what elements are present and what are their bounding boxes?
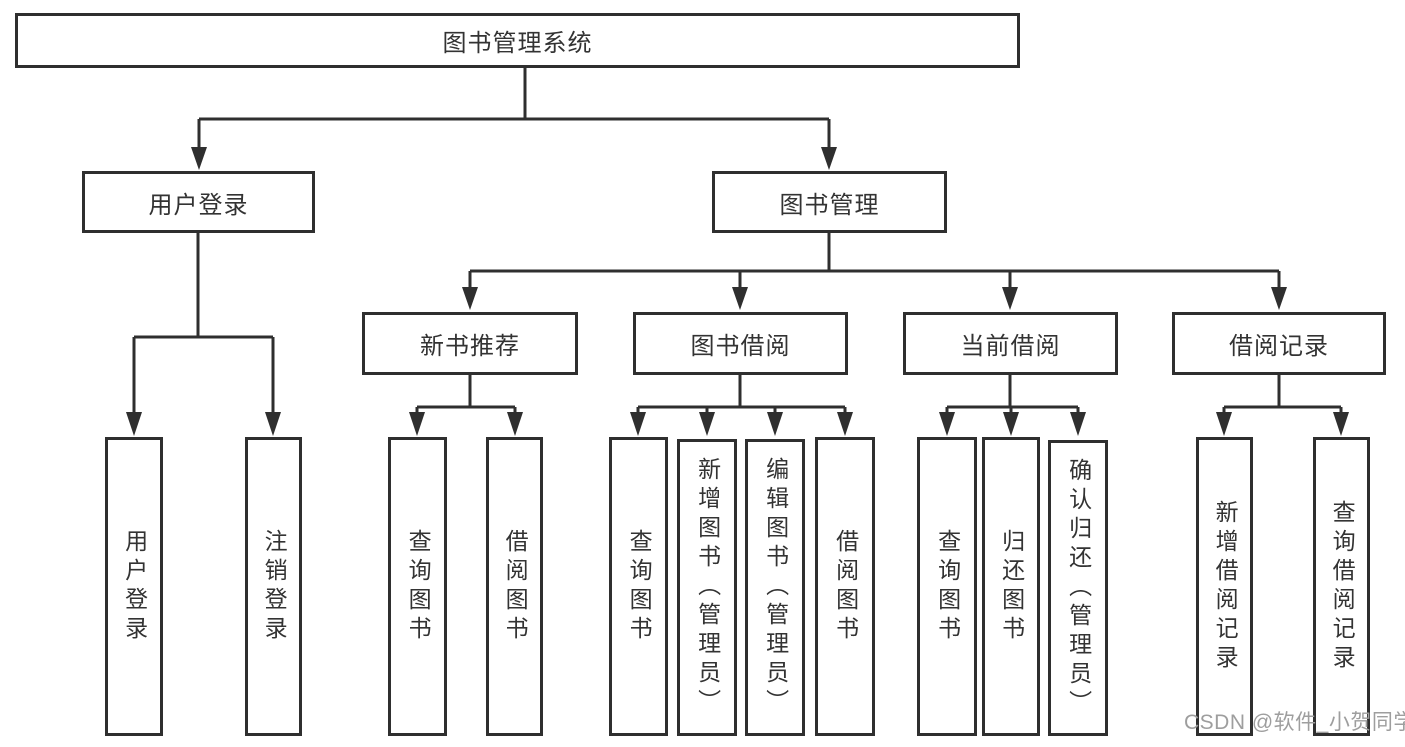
- node-new-book-rec: 新书推荐: [362, 312, 578, 375]
- arrowheads-current-borrow: [939, 412, 1086, 436]
- leaf-query-book-2: 查询图书: [609, 437, 668, 736]
- leaf-query-book-3-label: 查询图书: [934, 528, 961, 645]
- leaf-logout: 注销登录: [245, 437, 302, 736]
- leaf-add-book-label: 新增图书（管理员）: [694, 457, 721, 718]
- node-borrow-record: 借阅记录: [1172, 312, 1386, 375]
- node-user-login-label: 用户登录: [148, 191, 249, 219]
- leaf-query-borrow-record-label: 查询借阅记录: [1329, 499, 1356, 674]
- node-root-label: 图书管理系统: [442, 30, 593, 57]
- leaf-confirm-return: 确认归还（管理员）: [1048, 440, 1108, 736]
- leaf-confirm-return-label: 确认归还（管理员）: [1065, 457, 1092, 719]
- leaf-query-book-1: 查询图书: [388, 437, 447, 736]
- arrowheads-user-login: [126, 412, 281, 436]
- leaf-query-book-3: 查询图书: [917, 437, 977, 736]
- node-current-borrow-label: 当前借阅: [960, 333, 1061, 360]
- connector-book-borrow-children: [636, 375, 847, 414]
- node-book-mgmt: 图书管理: [712, 171, 947, 233]
- leaf-query-book-1-label: 查询图书: [405, 528, 432, 645]
- leaf-return-book-label: 归还图书: [998, 528, 1025, 645]
- arrowheads-level2: [191, 147, 837, 170]
- connector-user-login-children: [132, 233, 275, 415]
- node-book-borrow-label: 图书借阅: [690, 333, 791, 360]
- arrowheads-new-book-rec: [409, 412, 523, 436]
- arrowheads-book-mgmt: [462, 287, 1287, 310]
- csdn-watermark: CSDN @软件_小贺同学: [1184, 711, 1405, 734]
- node-user-login: 用户登录: [82, 171, 315, 233]
- connector-book-mgmt-children: [468, 233, 1281, 290]
- leaf-query-borrow-record: 查询借阅记录: [1313, 437, 1370, 736]
- leaf-return-book: 归还图书: [982, 437, 1040, 736]
- arrowheads-book-borrow: [630, 412, 853, 436]
- connector-borrow-record-children: [1222, 375, 1343, 414]
- leaf-logout-label: 注销登录: [261, 528, 288, 645]
- connector-root-to-level2: [197, 68, 831, 150]
- leaf-borrow-book-2: 借阅图书: [815, 437, 875, 736]
- arrowheads-borrow-record: [1216, 412, 1349, 436]
- leaf-borrow-book-2-label: 借阅图书: [832, 528, 859, 645]
- connector-new-book-rec-children: [415, 375, 517, 414]
- node-book-borrow: 图书借阅: [633, 312, 848, 375]
- leaf-add-borrow-record-label: 新增借阅记录: [1212, 499, 1239, 674]
- leaf-edit-book-label: 编辑图书（管理员）: [762, 457, 789, 718]
- node-borrow-record-label: 借阅记录: [1229, 333, 1329, 360]
- leaf-borrow-book-1-label: 借阅图书: [502, 528, 529, 645]
- leaf-edit-book: 编辑图书（管理员）: [745, 439, 805, 736]
- node-new-book-rec-label: 新书推荐: [420, 333, 520, 360]
- leaf-add-borrow-record: 新增借阅记录: [1196, 437, 1253, 736]
- node-root: 图书管理系统: [15, 13, 1020, 68]
- leaf-add-book: 新增图书（管理员）: [677, 439, 737, 736]
- leaf-user-login-label: 用户登录: [121, 528, 148, 645]
- connector-current-borrow-children: [945, 375, 1080, 414]
- leaf-borrow-book-1: 借阅图书: [486, 437, 543, 736]
- node-current-borrow: 当前借阅: [903, 312, 1118, 375]
- node-book-mgmt-label: 图书管理: [779, 191, 880, 219]
- leaf-user-login: 用户登录: [105, 437, 163, 736]
- leaf-query-book-2-label: 查询图书: [626, 528, 653, 645]
